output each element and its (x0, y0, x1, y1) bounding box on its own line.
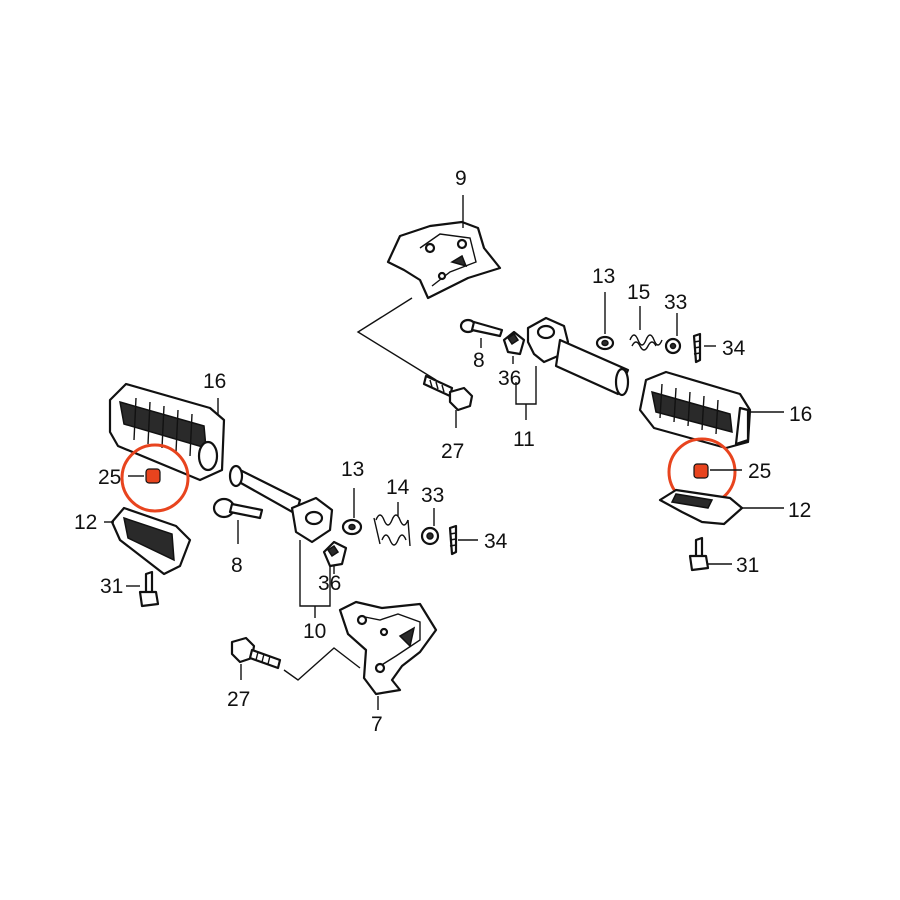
label-31-right: 31 (736, 554, 759, 577)
label-27-bottom: 27 (227, 688, 250, 711)
label-14: 14 (386, 476, 410, 499)
label-7: 7 (371, 713, 383, 736)
label-31-left: 31 (100, 575, 123, 598)
part-11-holder (515, 316, 630, 420)
part-7-bracket (338, 600, 438, 710)
highlight-ring-left (120, 443, 190, 513)
part-31-bolt-right (688, 536, 732, 572)
part-13-washer-bottom (341, 488, 363, 536)
label-33-bottom: 33 (421, 484, 444, 507)
part-10-holder (228, 464, 334, 618)
part-12-rubber-right (658, 488, 784, 526)
part-34-pin-bottom (448, 524, 478, 556)
part-31-bolt-left (126, 570, 160, 608)
label-13-top: 13 (592, 265, 615, 288)
leader-27-7 (283, 647, 361, 681)
label-10: 10 (303, 620, 326, 643)
label-36-top: 36 (498, 367, 521, 390)
part-33-washer-top (664, 313, 682, 355)
part-14-spring-bottom (373, 502, 411, 547)
part-16-footpeg-left (108, 382, 226, 482)
label-16-right: 16 (789, 403, 812, 426)
part-27-bolt-bottom (230, 636, 282, 680)
part-8-pin-top (459, 318, 504, 348)
label-33-top: 33 (664, 291, 687, 314)
label-11: 11 (513, 428, 535, 451)
part-33-washer-bottom (420, 508, 440, 546)
part-36-cap-top (502, 330, 526, 364)
label-13-bottom: 13 (341, 458, 364, 481)
label-12-right: 12 (788, 499, 811, 522)
label-25-left: 25 (98, 466, 121, 489)
part-34-pin-top (692, 332, 716, 364)
leader-9-27 (356, 297, 437, 381)
label-16-left: 16 (203, 370, 226, 393)
part-25-cap-left (120, 443, 190, 513)
label-25-right: 25 (748, 460, 771, 483)
part-13-washer-top (595, 292, 615, 351)
part-27-bolt-top (422, 374, 474, 428)
label-27-top: 27 (441, 440, 464, 463)
label-34-top: 34 (722, 337, 746, 360)
label-9: 9 (455, 167, 467, 190)
part-15-spring-top (629, 306, 663, 351)
label-15: 15 (627, 281, 650, 304)
label-12-left: 12 (74, 511, 97, 534)
label-34-bottom: 34 (484, 530, 508, 553)
part-16-footpeg-right (638, 370, 784, 450)
part-12-rubber-left (104, 506, 192, 576)
label-8-bottom: 8 (231, 554, 243, 577)
part-36-cap-bottom (322, 540, 348, 574)
label-8-top: 8 (473, 349, 485, 372)
part-8-pin-bottom (212, 497, 264, 544)
label-36-bottom: 36 (318, 572, 341, 595)
part-9-bracket (386, 195, 502, 300)
